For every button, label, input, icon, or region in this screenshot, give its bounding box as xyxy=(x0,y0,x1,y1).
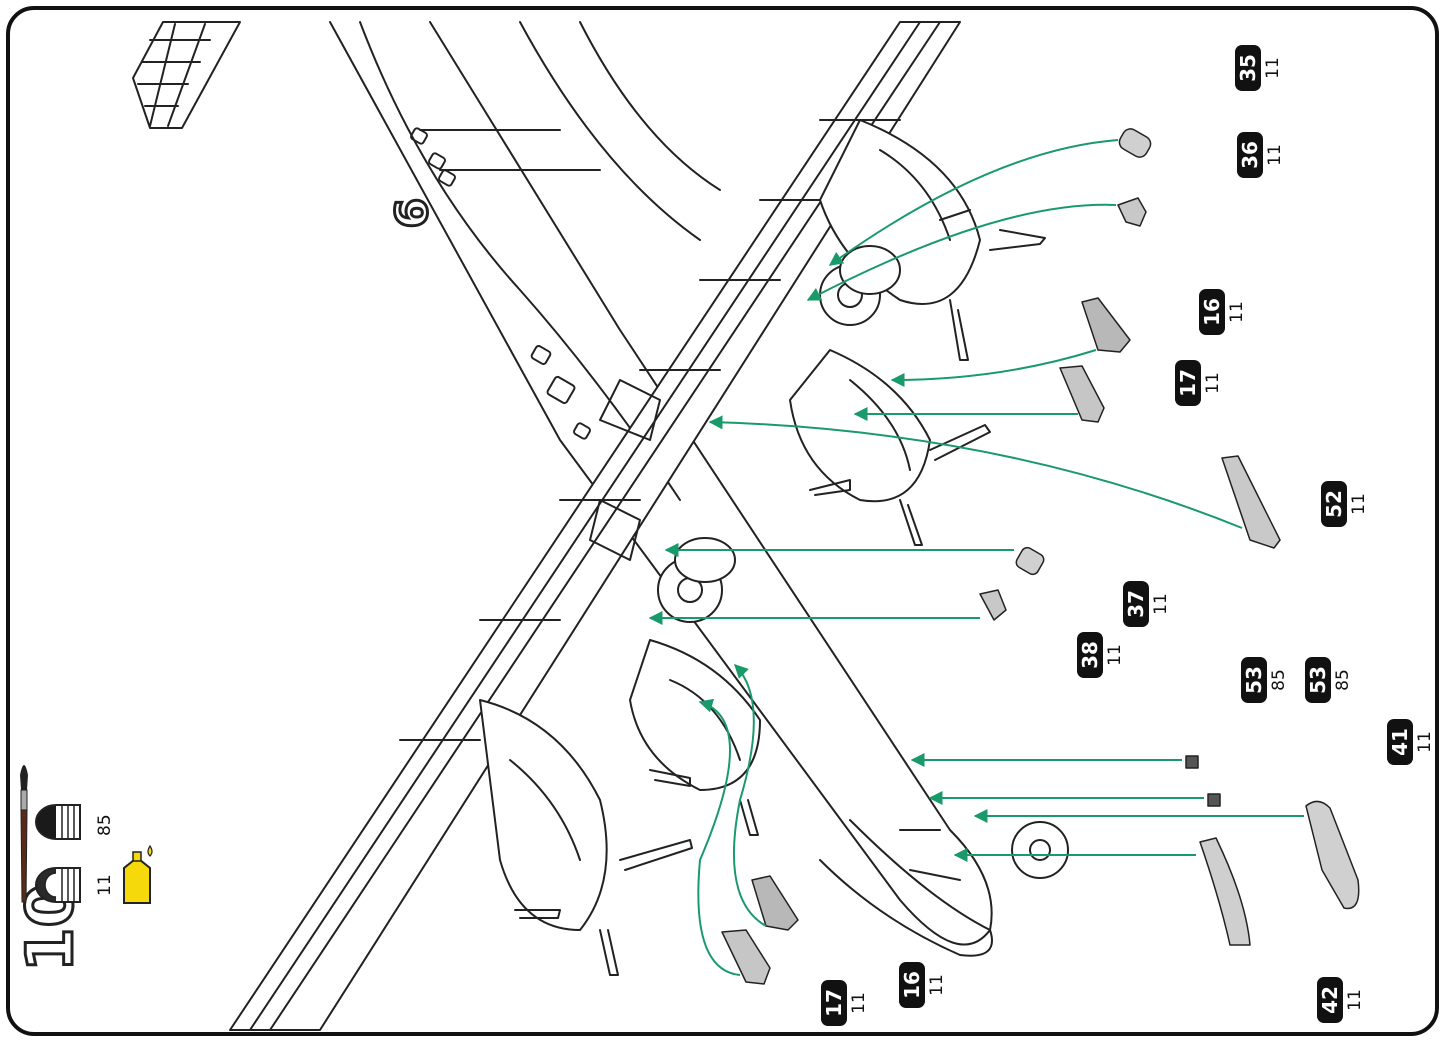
part-paint-code: 11 xyxy=(1349,493,1369,515)
part-paint-code: 11 xyxy=(1415,731,1435,753)
aircraft-drawing xyxy=(132,21,1069,1031)
part-number: 16 xyxy=(900,971,924,999)
part-paint-code: 11 xyxy=(849,992,869,1014)
part-52-shape xyxy=(1221,455,1281,549)
part-number-badge xyxy=(1175,360,1201,406)
part-number-badge xyxy=(899,962,925,1008)
part-number: 53 xyxy=(1242,666,1266,694)
part-number-badge xyxy=(1317,977,1343,1023)
part-36-shape xyxy=(1117,197,1147,227)
part-number: 17 xyxy=(1176,369,1200,397)
paint-pot-85-icon xyxy=(35,804,81,840)
part-paint-code: 11 xyxy=(1265,144,1285,166)
wheel-nose xyxy=(1011,821,1069,879)
part-number: 42 xyxy=(1318,986,1342,1014)
part-number: 35 xyxy=(1236,54,1260,82)
assembly-arrows xyxy=(648,139,1304,976)
part-paint-code: 11 xyxy=(1227,301,1247,323)
paint-code-11-group: 11 xyxy=(95,874,115,896)
page-frame xyxy=(6,6,1439,1036)
part-42-shape xyxy=(1199,837,1251,946)
part-number: 16 xyxy=(1200,298,1224,326)
glue-tube-icon xyxy=(123,844,153,904)
part-number: 52 xyxy=(1322,490,1346,518)
part-number-badge xyxy=(1237,132,1263,178)
part-number-badge xyxy=(1123,581,1149,627)
paint-pot-11-icon xyxy=(35,867,81,903)
part-paint-code: 85 xyxy=(1269,669,1289,691)
loose-parts xyxy=(721,128,1360,985)
engine-nacelle-4 xyxy=(479,699,693,976)
tail-stabilizer xyxy=(132,21,241,129)
part-paint-code: 11 xyxy=(1203,372,1223,394)
part-number: 38 xyxy=(1078,641,1102,669)
paint-legend: 85 11 xyxy=(20,765,153,904)
reference-step-number: 9 xyxy=(384,198,435,229)
part-16a-shape xyxy=(1081,297,1131,353)
arrow-35 xyxy=(828,139,1119,266)
part-16b-shape xyxy=(751,875,799,931)
part-number: 37 xyxy=(1124,590,1148,618)
arrow-52 xyxy=(708,415,1243,529)
wheel-upper xyxy=(819,245,901,326)
part-number: 41 xyxy=(1388,728,1412,756)
part-number-badge xyxy=(1235,45,1261,91)
paint-code-11: 11 xyxy=(95,874,115,896)
engine-nacelle-2 xyxy=(789,349,991,546)
arrow-36 xyxy=(806,203,1117,301)
part-number-badge xyxy=(1321,481,1347,527)
paint-code-85-group: 85 xyxy=(95,814,115,836)
part-number-badge xyxy=(1199,289,1225,335)
part-35-shape xyxy=(1118,128,1152,158)
part-number-badge xyxy=(1387,719,1413,765)
part-17a-shape xyxy=(1059,365,1105,423)
arrow-16a xyxy=(890,349,1097,387)
part-paint-code: 11 xyxy=(1345,989,1365,1011)
part-17b-shape xyxy=(721,929,771,985)
part-number-badge xyxy=(1305,657,1331,703)
paint-code-85: 85 xyxy=(95,814,115,836)
part-53b-shape xyxy=(1207,793,1221,807)
paintbrush-icon xyxy=(20,765,28,903)
part-37-shape xyxy=(1015,546,1045,576)
part-41-shape xyxy=(1305,800,1360,910)
part-paint-code: 11 xyxy=(1105,644,1125,666)
part-number-badge xyxy=(1241,657,1267,703)
part-number: 17 xyxy=(822,989,846,1017)
ref-step-group: 9 xyxy=(383,197,437,231)
arrow-17b xyxy=(697,698,741,976)
part-paint-code: 11 xyxy=(1263,57,1283,79)
part-53a-shape xyxy=(1185,755,1199,769)
part-number-badge xyxy=(821,980,847,1026)
part-paint-code: 11 xyxy=(1151,593,1171,615)
part-38-shape xyxy=(979,589,1007,621)
part-paint-code: 11 xyxy=(927,974,947,996)
part-number: 36 xyxy=(1238,141,1262,169)
arrow-16b xyxy=(732,664,767,927)
part-paint-code: 85 xyxy=(1333,669,1353,691)
part-number-badge xyxy=(1077,632,1103,678)
part-number: 53 xyxy=(1306,666,1330,694)
